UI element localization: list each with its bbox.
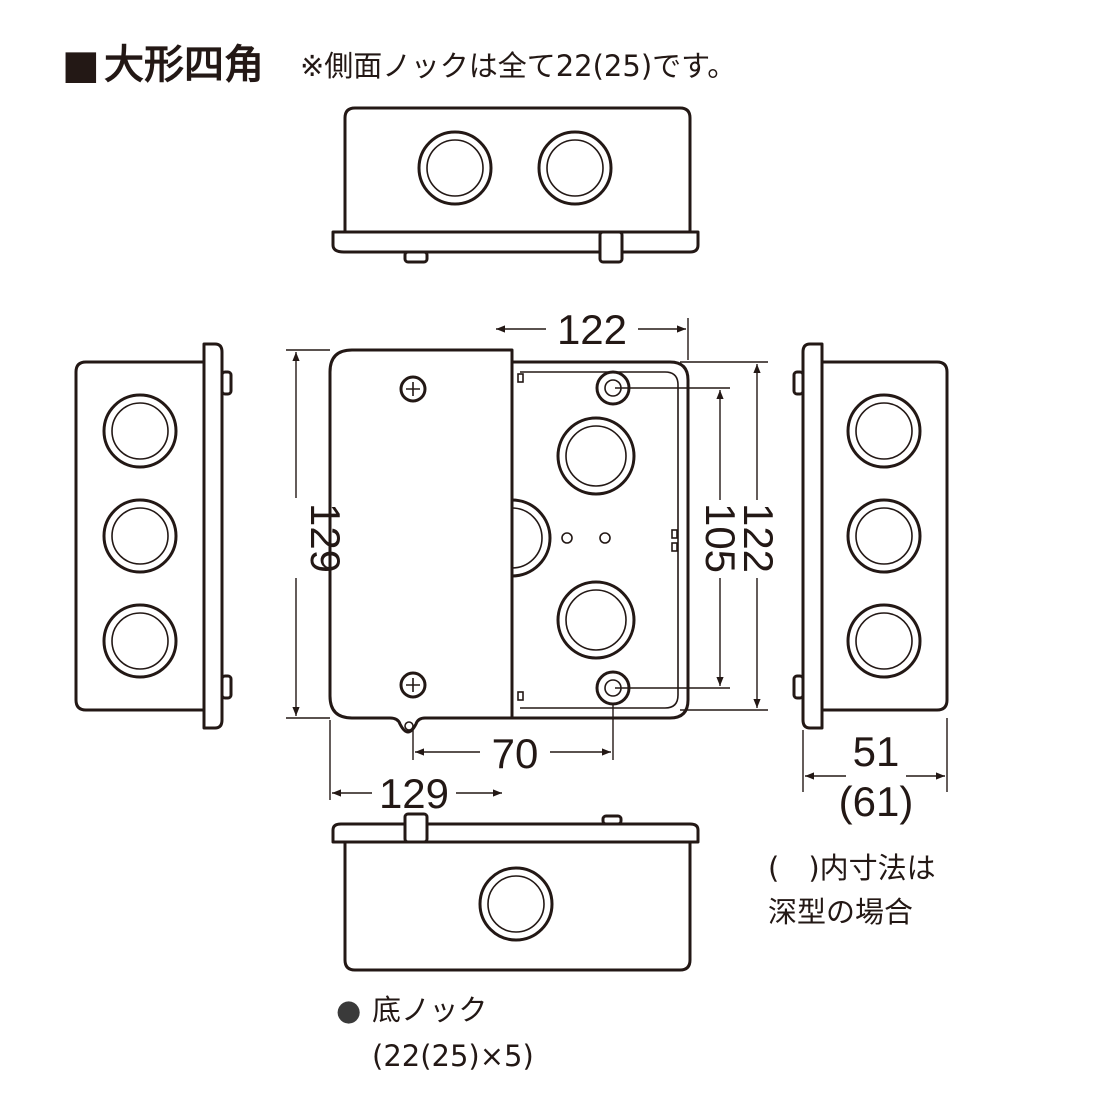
right-side-view	[792, 342, 949, 730]
dimension-lines	[286, 318, 948, 800]
title-main: 大形四角	[104, 42, 264, 88]
title-square-mark: ■	[62, 42, 100, 88]
legend-paren-line2: 深型の場合	[768, 895, 913, 929]
dim-top-width: 122	[557, 306, 627, 353]
dim-screw-pitch: 70	[492, 730, 539, 777]
bottom-knock-label: 底ノック	[372, 993, 487, 1027]
dim-depth-deep: (61)	[839, 778, 914, 825]
top-side-view	[331, 106, 700, 264]
dim-depth: 51	[853, 728, 900, 775]
title-note: ※側面ノックは全て22(25)です。	[300, 49, 736, 83]
bottom-knock-bullet: ●	[336, 993, 361, 1027]
legend-paren-line1: ( )内寸法は	[768, 851, 936, 885]
dim-left-height: 129	[302, 503, 349, 573]
bottom-side-view	[331, 812, 700, 972]
dim-inner-height: 105	[697, 503, 744, 573]
dim-cover-width: 129	[379, 770, 449, 817]
dim-right-height: 122	[735, 503, 782, 573]
bottom-knock-spec: (22(25)×5)	[372, 1039, 534, 1073]
left-side-view	[74, 342, 233, 730]
front-plan-view	[328, 348, 690, 734]
